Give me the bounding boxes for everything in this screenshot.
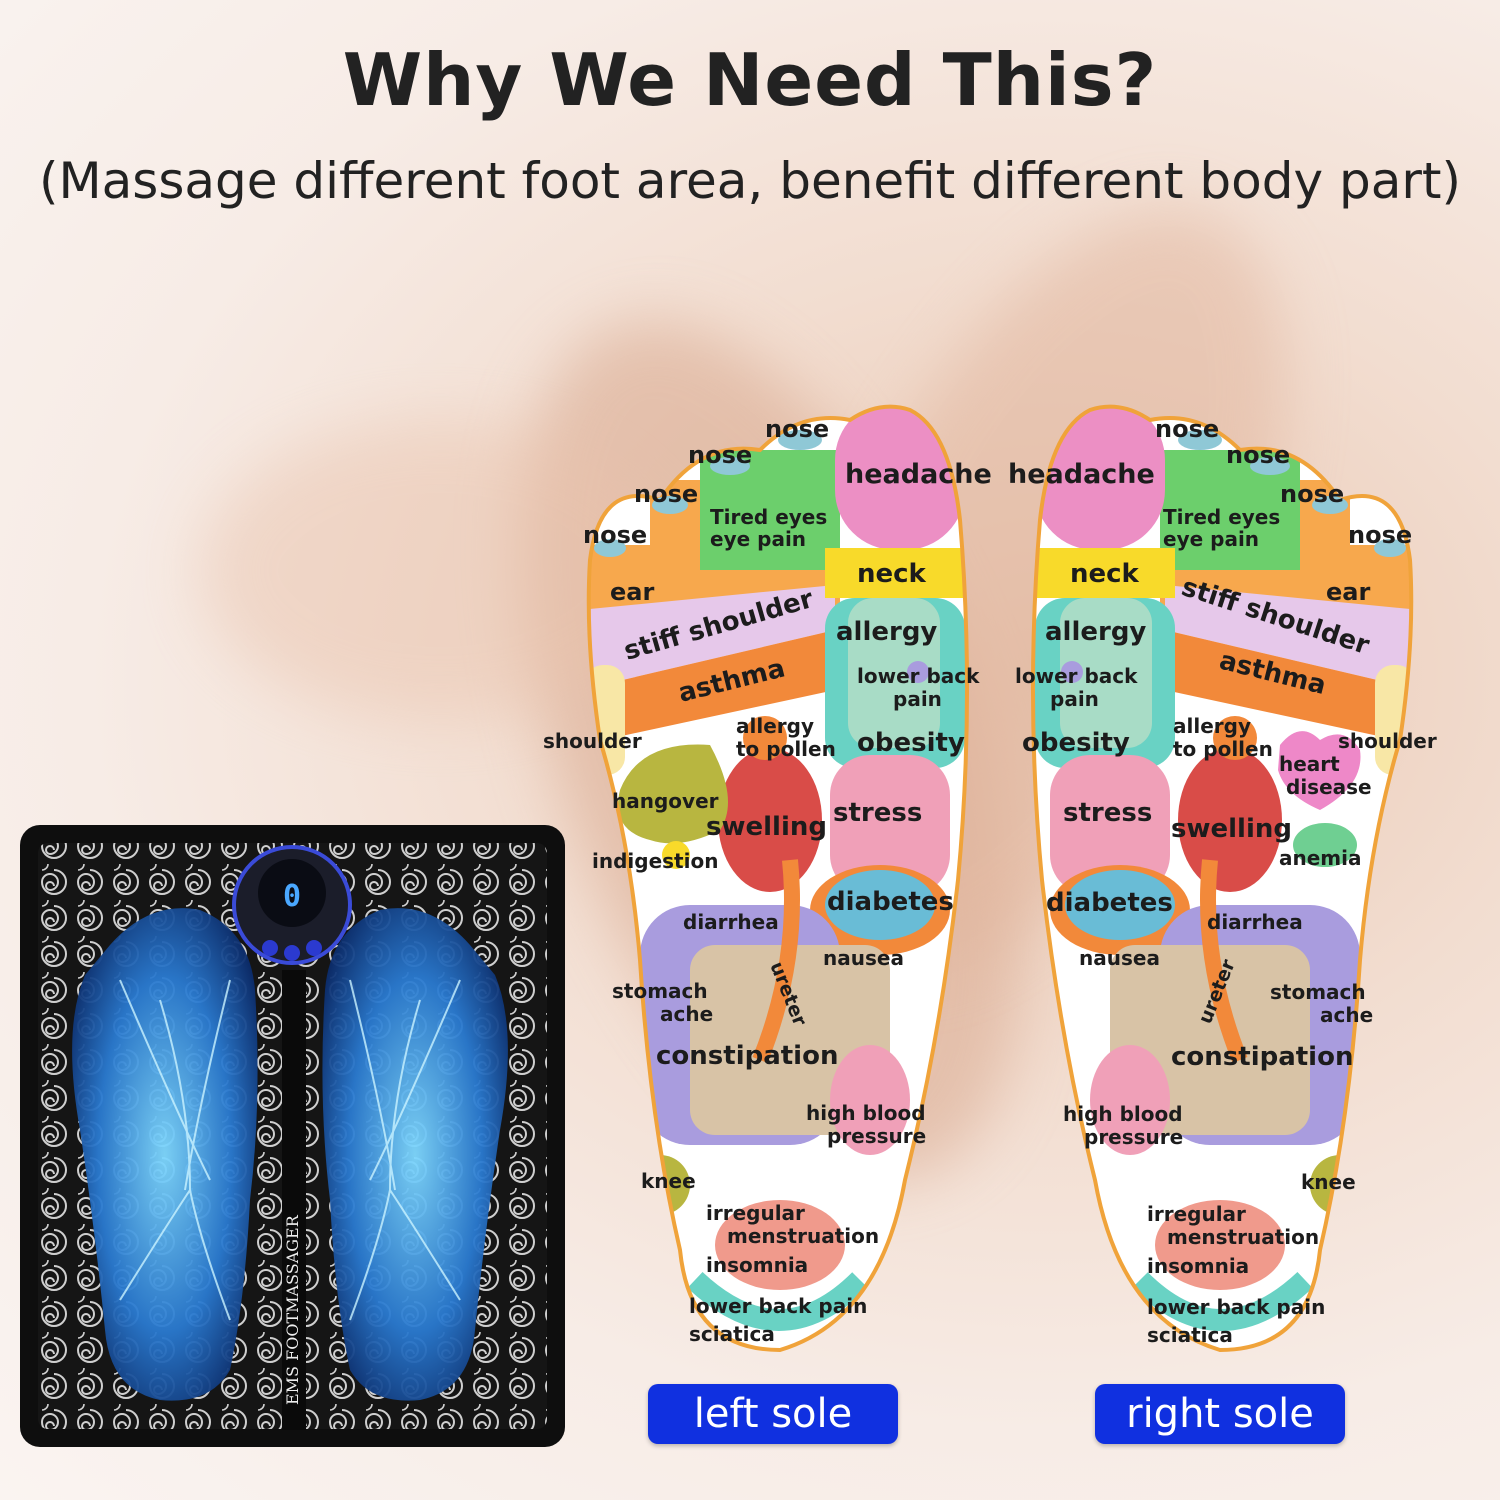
- label-lower-back-pain: lower back pain: [1147, 1295, 1325, 1319]
- label-shoulder: shoulder: [1338, 729, 1437, 753]
- label-heart: heart: [1279, 752, 1340, 776]
- label-tired-eyes: Tired eyes: [1163, 505, 1280, 529]
- left-sole-caption: left sole: [648, 1384, 898, 1444]
- label-neck: neck: [1070, 559, 1140, 589]
- zone-neck: [825, 548, 965, 598]
- label-diabetes: diabetes: [827, 887, 954, 917]
- label-pressure: pressure: [1084, 1125, 1183, 1149]
- zone-high-blood-pressure: [830, 1045, 910, 1155]
- label-menstruation: menstruation: [1167, 1225, 1319, 1249]
- zone-stress: [830, 755, 950, 895]
- label-irregular: irregular: [706, 1201, 805, 1225]
- label-diarrhea: diarrhea: [1207, 910, 1303, 934]
- mat-display: 0: [283, 879, 301, 914]
- mat-left-foot: [72, 908, 258, 1401]
- label-obesity: obesity: [1022, 728, 1130, 758]
- page-subtitle: (Massage different foot area, benefit di…: [38, 152, 1462, 210]
- label-pain: pain: [1050, 687, 1099, 711]
- right-sole-caption: right sole: [1095, 1384, 1345, 1444]
- label-obesity: obesity: [857, 728, 965, 758]
- label-high-blood: high blood: [806, 1101, 926, 1125]
- zone-ureter: [752, 859, 800, 1063]
- label-nausea: nausea: [823, 946, 904, 970]
- label-insomnia: insomnia: [1147, 1254, 1249, 1278]
- label-lower-back: lower back: [1015, 664, 1138, 688]
- label-stomach: stomach: [612, 979, 708, 1003]
- label-nose-3: nose: [634, 480, 698, 508]
- label-ache: ache: [1320, 1003, 1373, 1027]
- label-headache: headache: [845, 459, 992, 490]
- label-nose-4: nose: [1348, 521, 1412, 549]
- zone-asthma: [588, 630, 835, 745]
- label-high-blood: high blood: [1063, 1102, 1183, 1126]
- mat-right-foot: [322, 908, 508, 1401]
- zone-lower-back-pain: [687, 1271, 868, 1331]
- zone-insomnia: [715, 1200, 845, 1290]
- label-indigestion: indigestion: [592, 849, 718, 873]
- label-lower-back-pain: lower back pain: [689, 1294, 867, 1318]
- label-headache: headache: [1008, 459, 1155, 490]
- label-nose-2: nose: [688, 441, 752, 469]
- zone-stiff-shoulder: [588, 585, 835, 690]
- label-nose-1: nose: [765, 415, 829, 443]
- label-allergy: allergy: [1045, 617, 1146, 647]
- label-pressure: pressure: [827, 1124, 926, 1148]
- label-nose-3: nose: [1280, 480, 1344, 508]
- right-sole-chart: nose nose nose nose headache Tired eyes …: [1008, 404, 1437, 1353]
- label-ear: ear: [610, 578, 654, 606]
- label-insomnia: insomnia: [706, 1253, 808, 1277]
- label-ache: ache: [660, 1002, 713, 1026]
- label-knee: knee: [641, 1169, 696, 1193]
- zone-headache: [835, 406, 965, 550]
- label-ear: ear: [1326, 578, 1370, 606]
- label-pain: pain: [893, 687, 942, 711]
- ems-foot-mat: 0 EMS FOOTMASSAGER: [20, 825, 565, 1447]
- mat-button-power[interactable]: [284, 945, 300, 961]
- label-constipation: constipation: [1171, 1042, 1353, 1072]
- label-neck: neck: [857, 559, 927, 589]
- zone-swelling: [718, 748, 822, 892]
- label-disease: disease: [1286, 775, 1372, 799]
- label-diabetes: diabetes: [1046, 888, 1173, 918]
- label-tired-eyes: Tired eyes: [710, 505, 827, 529]
- label-allergy: allergy: [836, 617, 937, 647]
- label-stomach: stomach: [1270, 980, 1366, 1004]
- label-nausea: nausea: [1079, 946, 1160, 970]
- label-stress: stress: [833, 798, 922, 828]
- label-eye-pain: eye pain: [710, 527, 806, 551]
- label-knee: knee: [1301, 1170, 1356, 1194]
- label-eye-pain: eye pain: [1163, 527, 1259, 551]
- label-allergy-pollen-2: to pollen: [736, 737, 836, 761]
- label-nose-1: nose: [1155, 415, 1219, 443]
- mat-button-plus[interactable]: [306, 940, 322, 956]
- label-allergy-pollen-2: to pollen: [1173, 737, 1273, 761]
- label-hangover: hangover: [612, 789, 719, 813]
- zone-hangover: [618, 744, 728, 844]
- label-diarrhea: diarrhea: [683, 910, 779, 934]
- label-swelling: swelling: [1171, 814, 1292, 844]
- label-stress: stress: [1063, 798, 1152, 828]
- left-sole-chart: nose nose nose nose headache Tired eyes …: [543, 404, 992, 1353]
- page-title: Why We Need This?: [342, 38, 1158, 122]
- label-allergy-pollen-1: allergy: [736, 714, 814, 738]
- label-sciatica: sciatica: [1147, 1323, 1233, 1347]
- label-menstruation: menstruation: [727, 1224, 879, 1248]
- label-swelling: swelling: [706, 812, 827, 842]
- label-allergy-pollen-1: allergy: [1173, 714, 1251, 738]
- label-lower-back: lower back: [857, 664, 980, 688]
- label-anemia: anemia: [1279, 846, 1362, 870]
- label-sciatica: sciatica: [689, 1322, 775, 1346]
- mat-brand-label: EMS FOOTMASSAGER: [283, 1214, 302, 1405]
- label-nose-4: nose: [583, 521, 647, 549]
- mat-button-minus[interactable]: [262, 940, 278, 956]
- label-irregular: irregular: [1147, 1202, 1246, 1226]
- label-constipation: constipation: [656, 1041, 838, 1071]
- label-nose-2: nose: [1226, 441, 1290, 469]
- label-shoulder: shoulder: [543, 729, 642, 753]
